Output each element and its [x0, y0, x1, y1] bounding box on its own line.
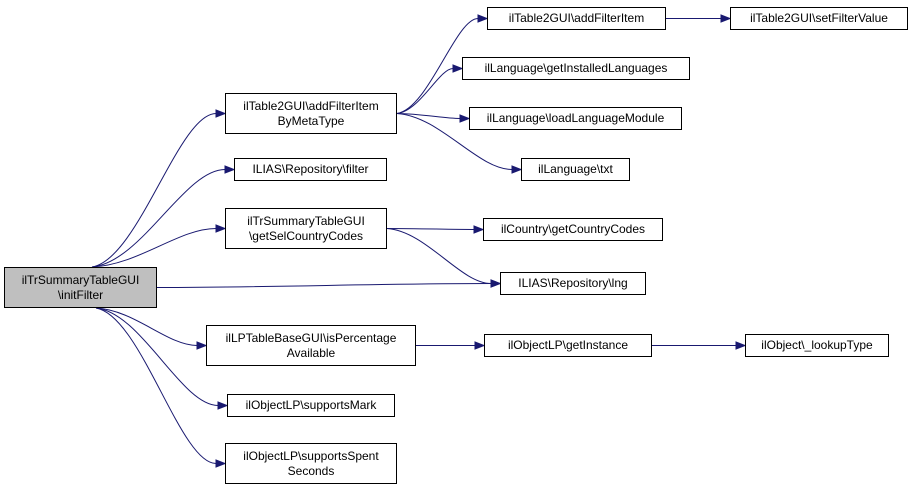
edge-addFilterItemByMetaType-to-addFilterItem	[396, 18, 479, 114]
node-label: ilObjectLP\supportsSpent Seconds	[243, 448, 379, 478]
edge-root-to-repoFilter	[91, 169, 226, 268]
node-label: ilLPTableBaseGUI\isPercentage Available	[225, 330, 397, 360]
arrowhead-repoLng	[490, 279, 502, 288]
arrowhead-repoFilter	[224, 165, 236, 174]
arrowhead-getInstance	[474, 341, 486, 350]
node-root[interactable]: ilTrSummaryTableGUI \initFilter	[4, 267, 157, 308]
node-label: ilTable2GUI\addFilterItem ByMetaType	[243, 98, 379, 128]
arrowhead-loadLanguageModule	[459, 114, 471, 123]
edge-root-to-addFilterItemByMetaType	[91, 113, 217, 268]
arrowhead-addFilterItem	[477, 14, 489, 23]
node-supports-spent-seconds[interactable]: ilObjectLP\supportsSpent Seconds	[225, 443, 397, 484]
node-get-country-codes[interactable]: ilCountry\getCountryCodes	[483, 218, 663, 241]
node-label: ilTrSummaryTableGUI \initFilter	[21, 272, 140, 302]
node-supports-mark[interactable]: ilObjectLP\supportsMark	[227, 394, 395, 417]
arrowhead-getSelCountryCodes	[215, 224, 227, 233]
node-repo-filter[interactable]: ILIAS\Repository\filter	[234, 158, 387, 181]
edge-root-to-getSelCountryCodes	[91, 228, 217, 268]
edge-getSelCountryCodes-to-getCountryCodes	[386, 228, 475, 230]
arrowhead-getInstalledLanguages	[452, 64, 464, 73]
node-is-percentage-available[interactable]: ilLPTableBaseGUI\isPercentage Available	[206, 325, 416, 366]
arrowhead-setFilterValue	[720, 14, 732, 23]
node-label: ilTrSummaryTableGUI \getSelCountryCodes	[247, 213, 365, 243]
node-add-filter-item-by-meta-type[interactable]: ilTable2GUI\addFilterItem ByMetaType	[225, 93, 397, 134]
arrowhead-addFilterItemByMetaType	[215, 109, 227, 118]
arrowhead-getCountryCodes	[473, 225, 485, 234]
arrowhead-lookupType	[735, 341, 747, 350]
node-label: ilCountry\getCountryCodes	[500, 222, 646, 236]
edge-addFilterItemByMetaType-to-loadLanguageModule	[396, 113, 461, 119]
arrowhead-txt	[511, 165, 523, 174]
edge-root-to-repoLng	[156, 283, 492, 288]
node-label: ilLanguage\loadLanguageModule	[486, 111, 665, 125]
node-get-sel-country-codes[interactable]: ilTrSummaryTableGUI \getSelCountryCodes	[225, 208, 387, 249]
edge-root-to-isPercentageAvailable	[95, 307, 198, 346]
node-label: ilObject\_lookupType	[761, 338, 873, 352]
node-label: ilObjectLP\supportsMark	[245, 398, 377, 412]
node-load-language-module[interactable]: ilLanguage\loadLanguageModule	[469, 107, 682, 130]
node-label: ilLanguage\getInstalledLanguages	[484, 61, 668, 75]
node-label: ilTable2GUI\addFilterItem	[508, 11, 645, 25]
node-lookup-type[interactable]: ilObject\_lookupType	[745, 334, 889, 357]
node-set-filter-value[interactable]: ilTable2GUI\setFilterValue	[730, 7, 908, 30]
edge-getSelCountryCodes-to-repoLng	[386, 228, 492, 284]
arrowhead-supportsSpentSeconds	[215, 459, 227, 468]
node-get-installed-languages[interactable]: ilLanguage\getInstalledLanguages	[462, 57, 690, 80]
node-label: ILIAS\Repository\filter	[252, 162, 369, 176]
node-label: ilLanguage\txt	[538, 162, 613, 176]
node-label: ilObjectLP\getInstance	[507, 338, 629, 352]
node-txt[interactable]: ilLanguage\txt	[521, 158, 630, 181]
node-repo-lng[interactable]: ILIAS\Repository\lng	[500, 272, 646, 295]
node-get-instance[interactable]: ilObjectLP\getInstance	[484, 334, 652, 357]
node-label: ilTable2GUI\setFilterValue	[750, 11, 888, 25]
arrowhead-supportsMark	[217, 401, 229, 410]
node-add-filter-item[interactable]: ilTable2GUI\addFilterItem	[487, 7, 666, 30]
edge-addFilterItemByMetaType-to-getInstalledLanguages	[396, 68, 454, 114]
node-label: ILIAS\Repository\lng	[518, 276, 628, 290]
edge-root-to-supportsMark	[95, 307, 219, 406]
edge-addFilterItemByMetaType-to-txt	[396, 113, 513, 170]
edge-root-to-supportsSpentSeconds	[95, 307, 217, 464]
arrowhead-isPercentageAvailable	[196, 341, 208, 350]
